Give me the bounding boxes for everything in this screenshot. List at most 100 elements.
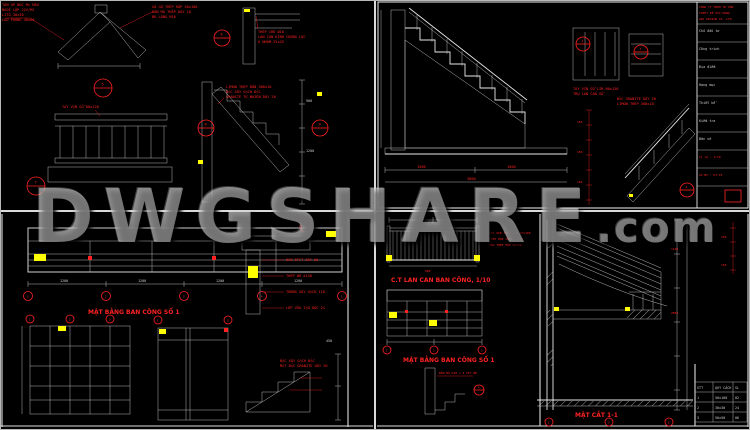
dim-text: 450	[326, 339, 332, 343]
red-dim-chain: 150 150 150	[577, 109, 592, 205]
table-cell: 1	[697, 396, 699, 400]
svg-text:3: 3	[183, 295, 185, 299]
note-text: BẬC GRANITE DÀY 20	[617, 96, 656, 101]
section-notes: TAY VỊN GỖ LIM 80x120 TRỤ LAN CAN GỖ BẬC…	[573, 86, 656, 106]
grid-bubble: 1	[23, 291, 33, 301]
grid-bubble: 4	[257, 291, 267, 301]
sheet-balcony-plans: 1200 1200 1200 1200 1 2 3 4 5 MẶT BẰNG B…	[0, 214, 373, 427]
detail-callout: 9	[311, 119, 329, 137]
note-text: BẢN MÃ THÉP DÀY 10	[152, 9, 191, 14]
stair-section: 1500 1500 3000	[380, 7, 568, 183]
svg-text:2: 2	[105, 295, 107, 299]
red-dim-chain: 150 150	[721, 222, 736, 274]
callout-number: 6	[221, 33, 223, 37]
highlight	[386, 255, 392, 261]
sheet-divider-vertical	[374, 0, 376, 430]
svg-text:1: 1	[548, 421, 550, 425]
title-block-row: Số BV : KT-15	[699, 173, 723, 177]
sloped-railing-detail	[624, 103, 696, 203]
company-line: ARC DESIGN CO.,LTD	[699, 17, 732, 21]
sheet-divider-horizontal	[0, 210, 750, 212]
slab-grid-plan: 1 2 3	[21, 314, 131, 415]
sheet-border	[0, 214, 373, 427]
note-text: LIMON THÉP 300x10	[617, 101, 654, 106]
svg-text:3: 3	[608, 421, 610, 425]
note-text: THÉP CHỜ Ø10	[258, 29, 284, 34]
title-block-row: Kiểm tra	[699, 119, 715, 123]
grid-bubble: 5	[337, 291, 347, 301]
detail-callout: 8	[197, 119, 215, 137]
drawing-title: MẶT BẰNG BAN CÔNG SỐ 1	[403, 356, 495, 364]
drawing-title: MẶT CẮT 1-1	[575, 411, 618, 419]
highlight	[474, 255, 480, 261]
sheet-border	[377, 1, 749, 209]
svg-text:3: 3	[109, 318, 111, 322]
section-1-1: 1100 2850 MẶT CẮT 1-1 1 3 5	[537, 219, 693, 427]
callout-number: 4	[305, 221, 307, 225]
grid-bubble: 3	[477, 345, 487, 355]
dim-text: 150	[721, 263, 727, 267]
title-block: CÔNG TY TNHH TƯ VẤN THIẾT KẾ XÂY DỰNG AR…	[696, 2, 748, 208]
detail-callout: 3	[633, 44, 649, 60]
highlight	[244, 9, 250, 12]
schedule-table: STT QUY CÁCH SL 1 50x100 02 2 30x30 24 3…	[694, 381, 748, 423]
highlight	[554, 307, 559, 311]
note-text: XÀ GỒ THÉP HỘP 50x100	[152, 4, 197, 9]
dim-text: 2850	[671, 311, 678, 315]
dim-text: 1500	[507, 165, 516, 169]
drawing-title: MẶT BẰNG BAN CÔNG SỐ 1	[88, 308, 180, 316]
company-line: CÔNG TY TNHH TƯ VẤN	[699, 4, 734, 9]
svg-text:5: 5	[668, 421, 670, 425]
note-text: TAY VỊN THÉP HỘP 50x100	[489, 230, 531, 235]
grid-bubble: 2	[101, 291, 111, 301]
table-cell: 02	[735, 396, 739, 400]
table-header: STT	[697, 386, 703, 390]
table-cell: 2	[697, 406, 699, 410]
note-text: U NHÔM 25x25	[258, 39, 284, 44]
highlight	[326, 231, 336, 237]
highlight	[198, 160, 203, 164]
dim-text: 1200	[294, 279, 302, 283]
detail-callout: 5	[93, 78, 113, 98]
grid-bubble: 2	[223, 315, 233, 325]
sheet-railing-details: 900 C.T LAN CAN BAN CÔNG, 1/10 1 2 3 MẶT…	[377, 214, 749, 427]
svg-text:2: 2	[433, 349, 435, 353]
svg-text:1: 1	[29, 318, 31, 322]
table-cell: 3	[697, 416, 699, 420]
balcony-long-plan: 1200 1200 1200 1200 1 2 3 4 5 MẶT BẰNG B…	[23, 227, 347, 316]
note-text: TRỤ THÉP HỘP 50x50	[489, 242, 522, 247]
dim-text: 150	[577, 150, 583, 154]
callout-number: 4	[478, 386, 480, 390]
red-marker	[445, 310, 448, 313]
svg-text:2: 2	[69, 318, 71, 322]
note-text: TRỤ LAN CAN GỖ	[573, 91, 605, 96]
svg-text:1: 1	[386, 349, 388, 353]
table-cell: 24	[735, 406, 739, 410]
dim-text: 3000	[467, 177, 476, 181]
stamp-box	[724, 189, 742, 203]
red-marker	[405, 310, 408, 313]
red-marker	[88, 256, 92, 260]
handrail-detail-a	[572, 27, 620, 81]
svg-text:3: 3	[481, 349, 483, 353]
detail-callout: 4	[679, 182, 695, 198]
detail-callout: 4	[473, 384, 485, 396]
dim-text: 900	[306, 99, 312, 103]
sheet-roof-stair-details: TÔN ÚP NÓC MẠ MÀU NGÓI LỢP 22V/M2 LITÔ 3…	[2, 2, 329, 205]
dim-text: 900	[425, 269, 431, 273]
callout-number: 7	[35, 181, 37, 185]
svg-text:1: 1	[157, 319, 159, 323]
ridge-notes: TÔN ÚP NÓC MẠ MÀU NGÓI LỢP 22V/M2 LITÔ 3…	[2, 2, 39, 22]
stringer-detail: LIMON THÉP BẢN 300x10 BẬC XÂY GẠCH ĐẶC G…	[198, 79, 322, 205]
parapet-section-detail: ĐAN BTCT DÀY 80 THÉP Ø8 a150 TƯỜNG XÂY G…	[241, 235, 326, 315]
note-text: NGÓI LỢP 22V/M2	[2, 7, 34, 12]
svg-text:4: 4	[261, 295, 263, 299]
highlight	[629, 194, 633, 197]
top-notes: XÀ GỒ THÉP HỘP 50x100 BẢN MÃ THÉP DÀY 10…	[152, 4, 197, 19]
callout-number: 9	[319, 123, 321, 127]
parapet-strip-detail: THÉP CHỜ Ø10 LAN CAN KÍNH CƯỜNG LỰC U NH…	[242, 7, 306, 65]
handrail-detail-b	[628, 33, 664, 77]
title-block-row: Bản vẽ	[699, 137, 711, 141]
note-text: LIMON THÉP BẢN 300x10	[226, 84, 271, 89]
